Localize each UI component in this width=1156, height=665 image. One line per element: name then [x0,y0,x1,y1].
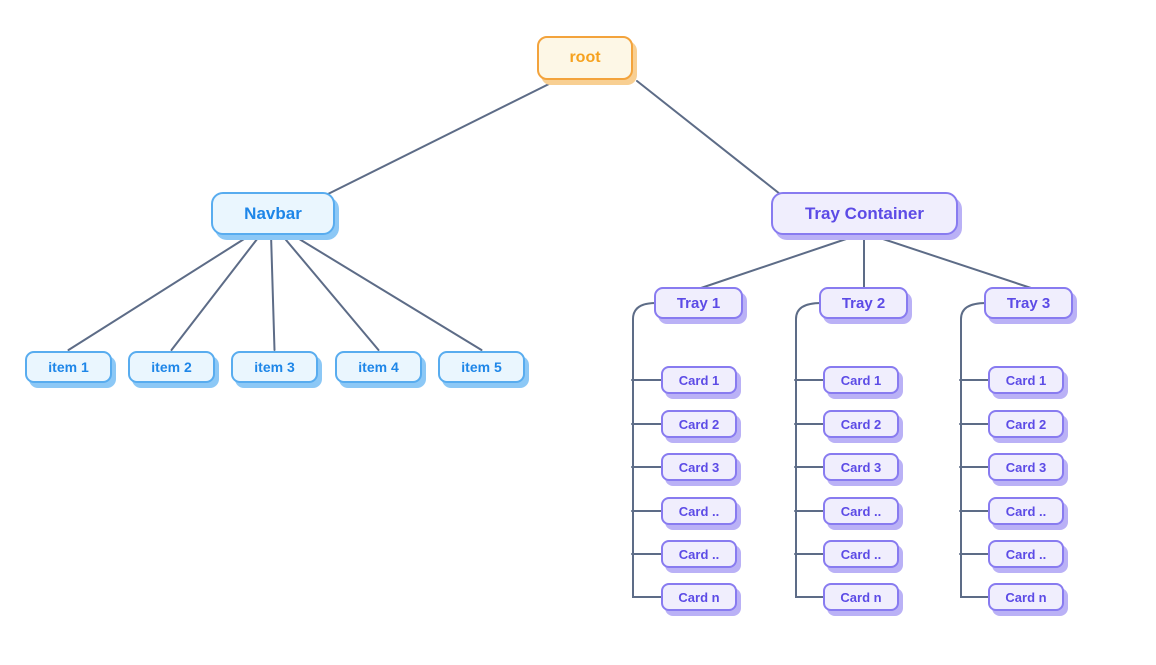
node-tray-3-card-1[interactable]: Card 1 [988,366,1064,394]
node-tray-container[interactable]: Tray Container [771,192,958,235]
node-tray-1-card-5[interactable]: Card .. [661,540,737,568]
connector-edge [280,233,380,351]
node-tray-1-card-1[interactable]: Card 1 [661,366,737,394]
node-tray-3-card-2[interactable]: Card 2 [988,410,1064,438]
connector-edge [795,302,827,598]
connector-edge [290,233,483,351]
node-tray-1-card-4[interactable]: Card .. [661,497,737,525]
node-tray-1-card-3[interactable]: Card 3 [661,453,737,481]
node-navbar-item-5[interactable]: item 5 [438,351,525,383]
node-tray-2[interactable]: Tray 2 [819,287,908,319]
node-tray-3-card-6[interactable]: Card n [988,583,1064,611]
connector-edge [327,80,556,195]
connector-edge [700,234,859,289]
node-tray-2-card-6[interactable]: Card n [823,583,899,611]
connector-edge [170,233,262,351]
connector-edge [270,233,276,351]
connector-edge [960,302,992,598]
connector-edge [67,233,253,351]
connector-edge [870,234,1032,289]
node-tray-1[interactable]: Tray 1 [654,287,743,319]
node-tray-2-card-4[interactable]: Card .. [823,497,899,525]
node-tray-3-card-5[interactable]: Card .. [988,540,1064,568]
node-tray-2-card-3[interactable]: Card 3 [823,453,899,481]
node-tray-1-card-6[interactable]: Card n [661,583,737,611]
node-tray-2-card-1[interactable]: Card 1 [823,366,899,394]
node-tray-1-card-2[interactable]: Card 2 [661,410,737,438]
connector-edge [632,302,665,598]
node-navbar-item-4[interactable]: item 4 [335,351,422,383]
node-tray-2-card-5[interactable]: Card .. [823,540,899,568]
node-navbar-item-3[interactable]: item 3 [231,351,318,383]
connector-edge [636,80,781,195]
node-tray-3[interactable]: Tray 3 [984,287,1073,319]
node-tray-2-card-2[interactable]: Card 2 [823,410,899,438]
node-navbar-item-2[interactable]: item 2 [128,351,215,383]
node-navbar-item-1[interactable]: item 1 [25,351,112,383]
node-tray-3-card-4[interactable]: Card .. [988,497,1064,525]
node-tray-3-card-3[interactable]: Card 3 [988,453,1064,481]
node-root[interactable]: root [537,36,633,80]
node-navbar[interactable]: Navbar [211,192,335,235]
